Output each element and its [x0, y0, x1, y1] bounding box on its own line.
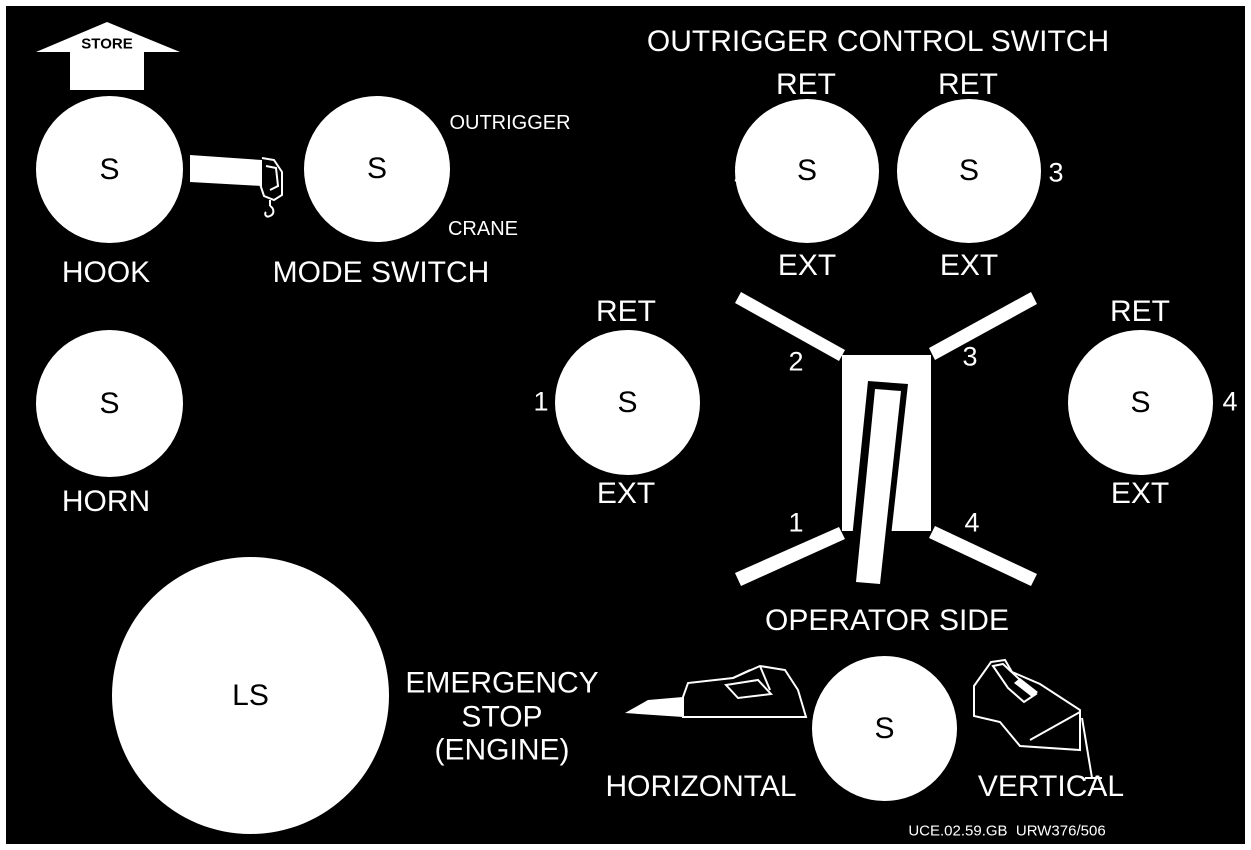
- outrigger-switch-3[interactable]: S: [897, 99, 1041, 243]
- gate-number-1: 1: [788, 507, 804, 538]
- emergency-stop-button[interactable]: LS: [112, 557, 389, 834]
- mode-switch-button-label: S: [366, 152, 387, 185]
- mode-switch-button[interactable]: S: [304, 96, 450, 242]
- switch-4-ret-label: RET: [1110, 295, 1170, 328]
- part-code: UCE.02.59.GB URW376/506: [908, 822, 1106, 840]
- mode-outrigger-label: OUTRIGGER: [449, 112, 571, 134]
- outrigger-switch-2-label: S: [796, 154, 817, 187]
- emergency-stop-line-3: (ENGINE): [434, 733, 570, 767]
- horn-button-label: S: [99, 386, 120, 420]
- gate-number-4: 4: [964, 507, 980, 538]
- outrigger-switch-2[interactable]: S: [735, 99, 879, 243]
- hook-label: HOOK: [61, 256, 151, 289]
- emergency-stop-button-label: LS: [232, 678, 269, 712]
- gate-number-2: 2: [788, 346, 804, 377]
- mast-orientation-switch-label: S: [874, 711, 895, 745]
- store-label: STORE: [81, 35, 133, 53]
- outrigger-switch-1-label: S: [617, 385, 638, 419]
- mode-switch-label: MODE SWITCH: [272, 256, 490, 289]
- switch-4-number: 4: [1222, 386, 1238, 417]
- switch-2-number: 2: [733, 157, 749, 188]
- switch-3-ret-label: RET: [938, 68, 998, 101]
- outrigger-switch-4[interactable]: S: [1068, 330, 1213, 475]
- operator-side-label: OPERATOR SIDE: [765, 604, 1009, 637]
- switch-3-ext-label: EXT: [939, 249, 999, 282]
- emergency-stop-line-1: EMERGENCY: [405, 666, 599, 700]
- outrigger-switch-1[interactable]: S: [555, 330, 700, 475]
- mast-orientation-switch[interactable]: S: [812, 656, 957, 801]
- hook-button[interactable]: S: [36, 96, 183, 243]
- switch-1-number: 1: [533, 386, 549, 417]
- outrigger-switch-3-label: S: [958, 154, 979, 187]
- vehicle-horizontal-icon: [625, 664, 808, 718]
- outrigger-switch-4-label: S: [1130, 385, 1151, 419]
- horizontal-label: HORIZONTAL: [605, 770, 797, 803]
- switch-2-ret-label: RET: [776, 68, 836, 101]
- vehicle-vertical-icon: [973, 658, 1102, 779]
- mode-crane-label: CRANE: [447, 218, 519, 240]
- outrigger-joystick-gate: [735, 292, 1037, 590]
- outrigger-title: OUTRIGGER CONTROL SWITCH: [646, 25, 1110, 58]
- crane-hook-icon: [190, 155, 283, 218]
- switch-2-ext-label: EXT: [777, 249, 837, 282]
- emergency-stop-label: EMERGENCY STOP (ENGINE): [405, 667, 598, 768]
- switch-1-ret-label: RET: [596, 295, 656, 328]
- horn-button[interactable]: S: [36, 330, 183, 477]
- switch-3-number: 3: [1048, 157, 1064, 188]
- switch-4-ext-label: EXT: [1110, 477, 1170, 510]
- horn-label: HORN: [61, 485, 151, 518]
- hook-button-label: S: [99, 152, 120, 186]
- gate-number-3: 3: [962, 341, 978, 372]
- switch-1-ext-label: EXT: [596, 477, 656, 510]
- up-arrow-icon: [36, 22, 180, 90]
- vertical-label: VERTICAL: [977, 770, 1125, 803]
- emergency-stop-line-2: STOP: [461, 700, 543, 734]
